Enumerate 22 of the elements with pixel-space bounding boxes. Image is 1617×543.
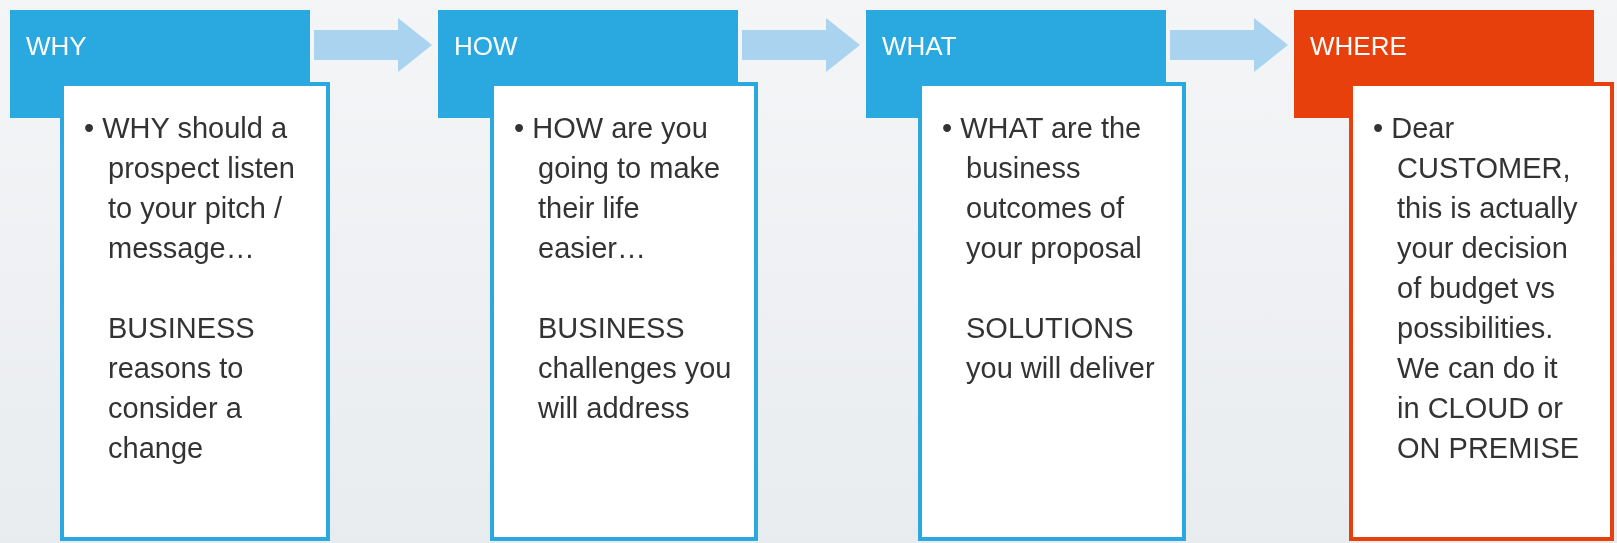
block-arrow bbox=[1170, 18, 1288, 72]
content-box bbox=[1349, 82, 1614, 541]
header-label: WHY bbox=[26, 30, 88, 62]
header-label: WHERE bbox=[1310, 30, 1408, 62]
content-box bbox=[60, 82, 330, 541]
bullet-text: • Dear CUSTOMER, this is actually your decision of budget vs possibilities. We can do it in CLOUD or ON PREMISE bbox=[1373, 111, 1581, 466]
block-arrow bbox=[314, 18, 432, 72]
block-arrow bbox=[742, 18, 860, 72]
header-box bbox=[1294, 10, 1594, 82]
bullet-text: • WHY should a prospect listen to your pitch / message… bbox=[84, 111, 296, 266]
bullet-text: • HOW are you going to make their life easier… bbox=[514, 111, 722, 266]
bullet-text: • WHAT are the business outcomes of your proposal bbox=[942, 111, 1143, 266]
header-label: WHAT bbox=[882, 30, 958, 62]
header-box bbox=[866, 10, 1166, 82]
header-label: HOW bbox=[454, 30, 519, 62]
body-text: BUSINESS challenges you will address bbox=[537, 311, 732, 426]
content-box bbox=[490, 82, 758, 541]
body-text: SOLUTIONS you will deliver bbox=[965, 311, 1156, 386]
header-box bbox=[10, 10, 310, 82]
header-box bbox=[438, 10, 738, 82]
body-text: BUSINESS reasons to consider a change bbox=[107, 311, 256, 466]
content-box bbox=[918, 82, 1186, 541]
